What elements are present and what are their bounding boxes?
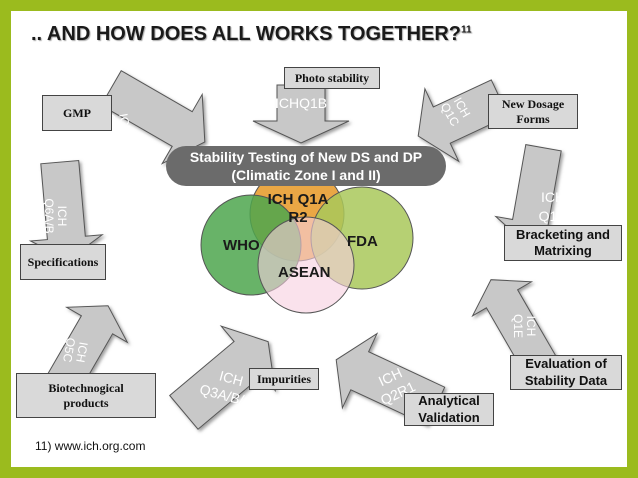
banner-line-1: Stability Testing of New DS and DP: [189, 149, 423, 165]
slide: .. AND HOW DOES ALL WORKS TOGETHER?11 St…: [11, 11, 627, 467]
arrow-q1e: [471, 279, 558, 376]
ich-q1a-line-1: ICH Q1A: [267, 191, 329, 208]
ich-q1a-label: ICH Q1A R2: [253, 191, 343, 227]
footnote: 11) www.ich.org.com: [35, 439, 146, 453]
arrow-label-q6ab-text: ICH Q6A/B: [42, 198, 69, 234]
arrow-label-q1d: ICH Q1D: [535, 188, 571, 226]
arrow-label-q1d-text: ICH Q1D: [538, 189, 568, 224]
who-label: WHO: [223, 237, 260, 254]
arrow-label-q5c-text: ICH Q5C: [60, 336, 91, 364]
overlap-circles: [200, 166, 414, 314]
arrow-q1c: [417, 79, 509, 163]
banner-line-2: (Climatic Zone I and II): [231, 167, 381, 183]
arrow-q3: [168, 325, 276, 430]
arrow-label-q1e-text: ICH Q1E: [511, 313, 538, 338]
ich-q1a-line-2: R2: [288, 209, 308, 226]
evaluation-stability-box: Evaluation of Stability Data: [510, 355, 622, 390]
asean-circle: [257, 216, 355, 314]
stability-banner: [166, 146, 446, 186]
page-title: .. AND HOW DOES ALL WORKS TOGETHER?11: [31, 23, 472, 45]
photo-stability-box: Photo stability: [284, 67, 380, 89]
new-dosage-forms-box: New Dosage Forms: [488, 94, 578, 129]
analytical-validation-box: Analytical Validation: [404, 393, 494, 426]
arrow-label-q1b: ICHQ1B: [275, 95, 328, 111]
biotechnological-products-box: Biotechnogical products: [16, 373, 156, 418]
arrow-label-q5c: ICH Q5C: [60, 335, 91, 367]
stability-banner-text: Stability Testing of New DS and DP (Clim…: [166, 148, 446, 184]
arrow-label-q1e: ICH Q1E: [511, 313, 538, 339]
bracketing-matrixing-box: Bracketing and Matrixing: [504, 225, 622, 261]
arrow-label-q6ab: ICH Q6A/B: [42, 196, 69, 236]
arrow-q1b: [252, 84, 350, 144]
fda-label: FDA: [347, 233, 378, 250]
asean-label: ASEAN: [278, 264, 331, 281]
specifications-box: Specifications: [20, 244, 106, 280]
impurities-box: Impurities: [249, 368, 319, 390]
gmp-box: GMP: [42, 95, 112, 131]
